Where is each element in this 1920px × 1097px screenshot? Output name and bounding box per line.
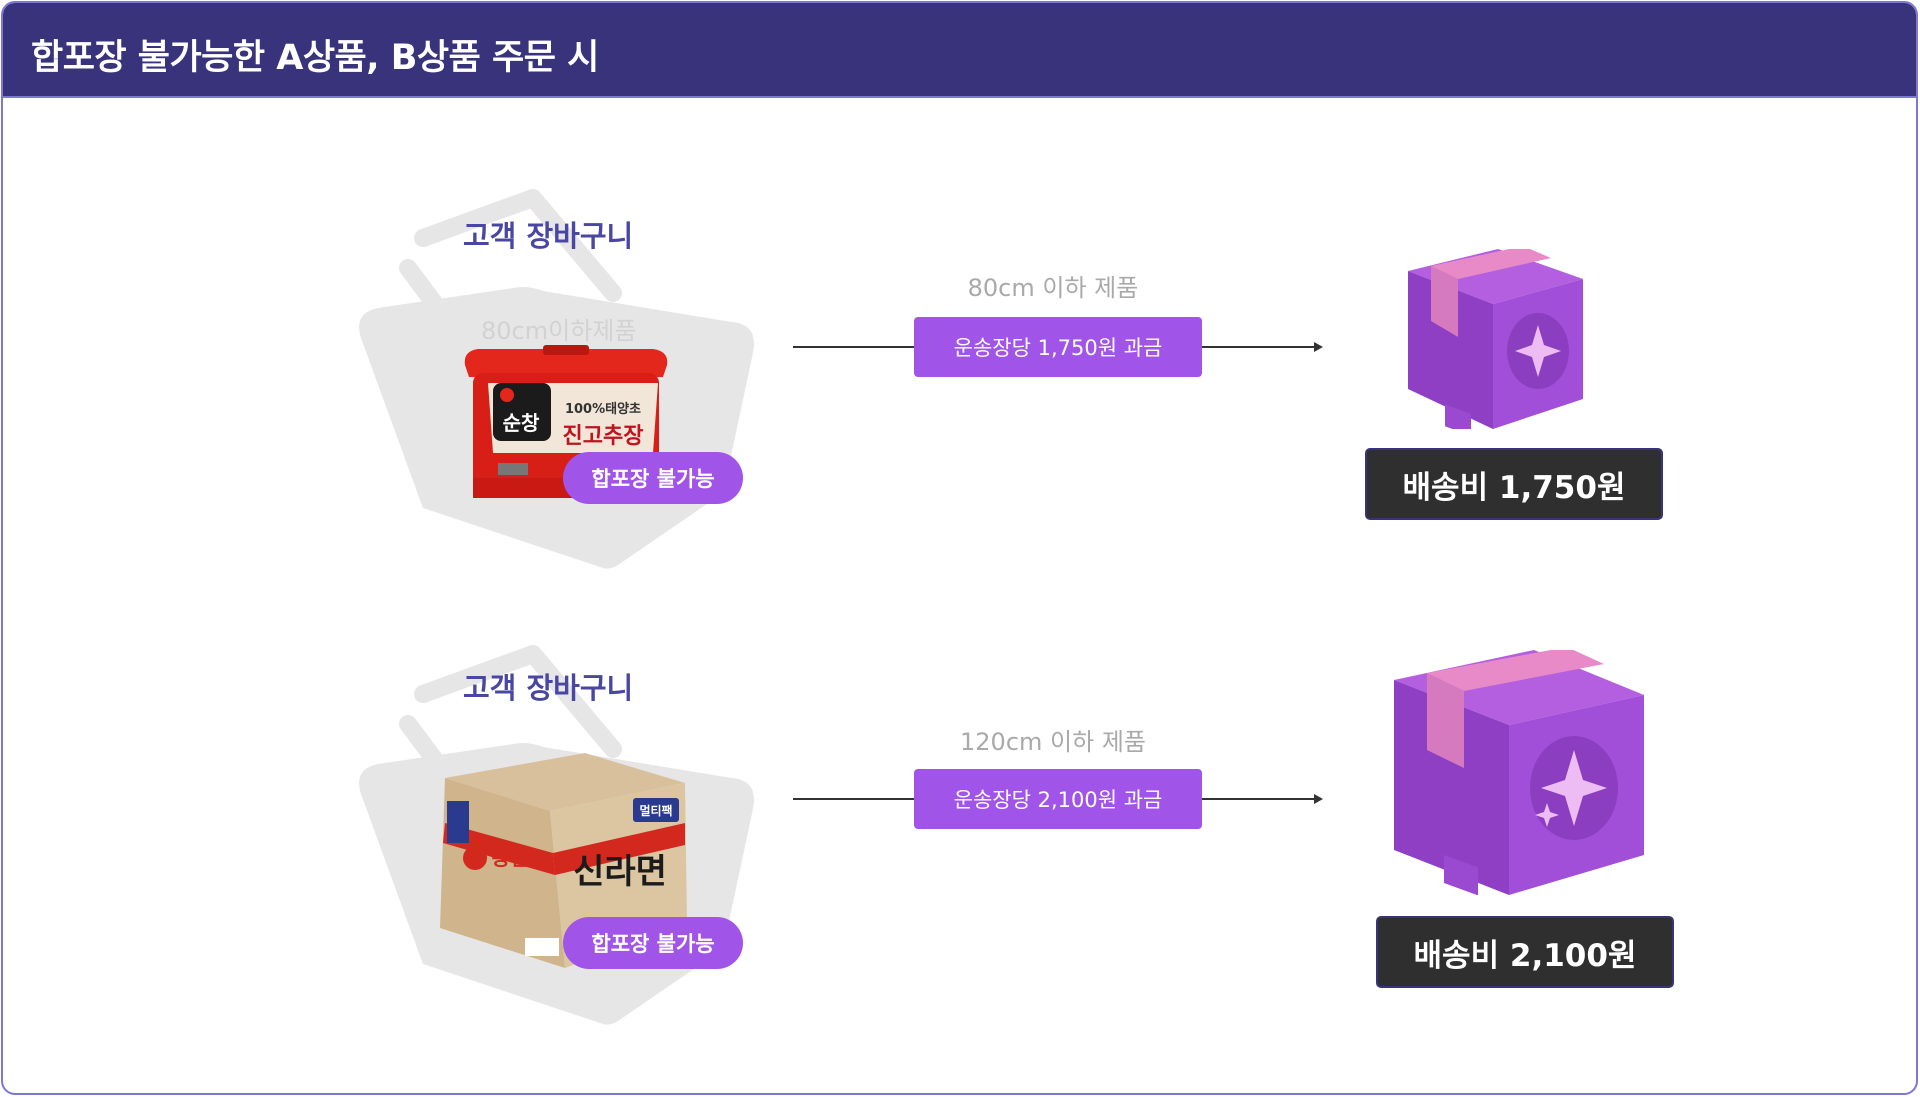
connector-line-right	[1202, 346, 1314, 348]
shipping-box-icon	[1389, 647, 1649, 899]
product-brand-text: 농심	[492, 846, 529, 870]
product-main-text: 진고추장	[563, 424, 644, 449]
product-main-text: 신라면	[573, 852, 667, 892]
size-label: 80cm 이하 제품	[967, 274, 1139, 302]
no-combine-badge: 합포장 불가능	[563, 917, 743, 969]
product-top-text: 100%태양초	[565, 402, 641, 417]
connector-line-right	[1202, 798, 1314, 800]
charge-box: 운송장당 1,750원 과금	[914, 317, 1202, 377]
arrow-head-icon	[1314, 794, 1323, 804]
no-combine-badge: 합포장 불가능	[563, 452, 743, 504]
product-brand-text: 순창	[503, 411, 540, 435]
shipping-fee-box: 배송비 2,100원	[1376, 916, 1674, 988]
order-row-a: 고객 장바구니 80cm이하제품 순창 100%태양초 진고추장 합포장 불가능…	[3, 153, 1916, 593]
page-title: 합포장 불가능한 A상품, B상품 주문 시	[31, 38, 599, 78]
connector-line-left	[793, 346, 914, 348]
arrow-head-icon	[1314, 342, 1323, 352]
header-bar: 합포장 불가능한 A상품, B상품 주문 시	[3, 3, 1916, 98]
product-tag-text: 멀티팩	[639, 803, 672, 818]
size-label: 120cm 이하 제품	[960, 728, 1146, 756]
basket-label: 고객 장바구니	[463, 219, 634, 253]
shipping-box-icon	[1403, 246, 1593, 436]
shipping-fee-box: 배송비 1,750원	[1365, 448, 1663, 520]
charge-box: 운송장당 2,100원 과금	[914, 769, 1202, 829]
order-row-b: 고객 장바구니 농심 신라면 멀티팩 합포장 불가능 120cm 이하 제품 운…	[3, 605, 1916, 1045]
connector-line-left	[793, 798, 914, 800]
basket-label: 고객 장바구니	[463, 671, 634, 705]
ghost-size-text: 80cm이하제품	[481, 317, 637, 345]
